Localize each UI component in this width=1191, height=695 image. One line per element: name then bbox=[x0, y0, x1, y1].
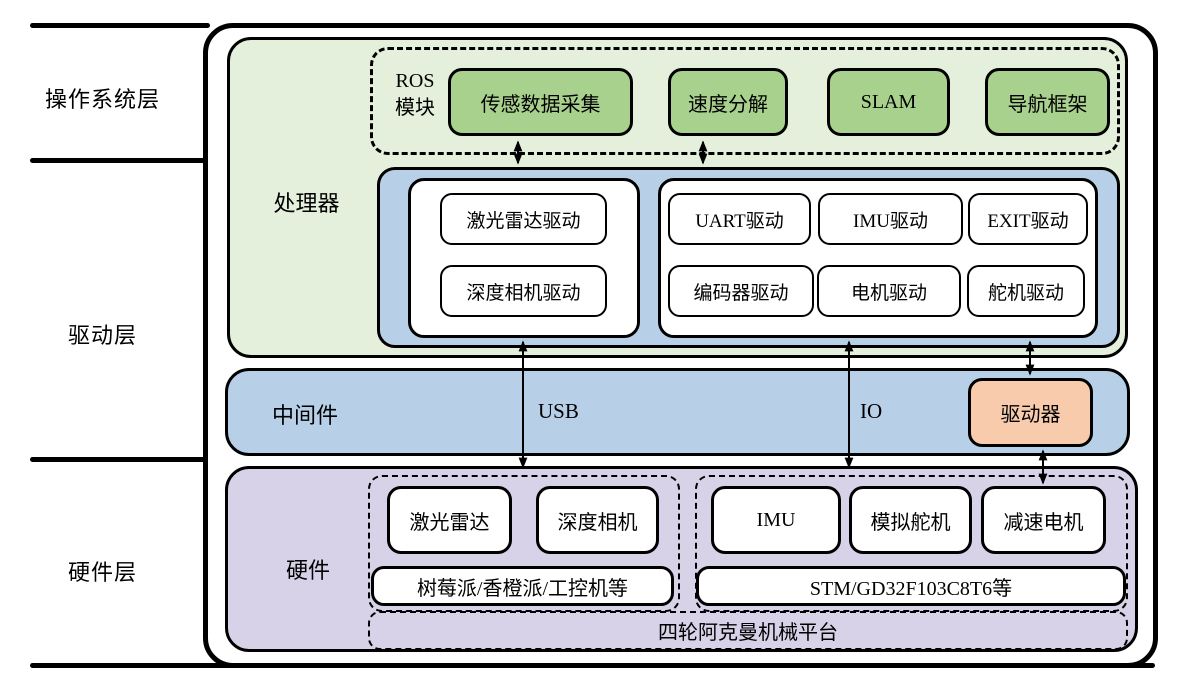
driver-unit-box: 驱动器 bbox=[968, 378, 1093, 447]
ros-label-line1: ROS bbox=[395, 70, 435, 92]
driver-blue-box: 激光雷达驱动 深度相机驱动 UART驱动 IMU驱动 EXIT驱动 编码器驱动 … bbox=[377, 167, 1120, 348]
hardware-board-right: STM/GD32F103C8T6等 bbox=[696, 566, 1126, 606]
usb-label: USB bbox=[538, 399, 579, 423]
hardware-box: 硬件 激光雷达 深度相机 树莓派/香橙派/工控机等 IMU 模拟舵机 减速电机 … bbox=[225, 466, 1138, 652]
hardware-group-right: IMU 模拟舵机 减速电机 STM/GD32F103C8T6等 bbox=[695, 475, 1128, 612]
label-os-layer: 操作系统层 bbox=[44, 87, 160, 112]
ros-label-line2: 模块 bbox=[395, 97, 435, 119]
driver-button-imu: IMU驱动 bbox=[818, 193, 963, 245]
driver-button-uart: UART驱动 bbox=[668, 193, 811, 245]
ros-module-box: ROS 模块 传感数据采集 速度分解 SLAM 导航框架 bbox=[370, 47, 1120, 155]
middleware-label: 中间件 bbox=[272, 403, 339, 428]
ros-module-button-sensor-collect: 传感数据采集 bbox=[448, 68, 633, 136]
layer-divider-os-driver bbox=[30, 158, 207, 163]
label-hardware-layer: 硬件层 bbox=[67, 560, 137, 585]
driver-button-exit: EXIT驱动 bbox=[968, 193, 1088, 245]
layer-divider-driver-hardware bbox=[30, 457, 207, 462]
ros-module-button-nav-framework: 导航框架 bbox=[985, 68, 1110, 136]
hardware-button-imu: IMU bbox=[711, 486, 841, 554]
driver-button-encoder: 编码器驱动 bbox=[668, 265, 814, 317]
hardware-button-lidar: 激光雷达 bbox=[387, 486, 512, 554]
platform-box: 四轮阿克曼机械平台 bbox=[368, 611, 1128, 650]
processor-box: 处理器 ROS 模块 传感数据采集 速度分解 SLAM 导航框架 激光雷达驱动 … bbox=[227, 37, 1128, 358]
io-label: IO bbox=[860, 399, 883, 423]
driver-group-right: UART驱动 IMU驱动 EXIT驱动 编码器驱动 电机驱动 舵机驱动 bbox=[658, 178, 1098, 338]
hardware-button-analog-servo: 模拟舵机 bbox=[849, 486, 972, 554]
hardware-button-gear-motor: 减速电机 bbox=[981, 486, 1106, 554]
middleware-band: 中间件 USB IO 驱动器 bbox=[225, 368, 1130, 456]
ros-module-button-slam: SLAM bbox=[827, 68, 950, 136]
layer-divider-top bbox=[30, 23, 210, 28]
driver-group-left: 激光雷达驱动 深度相机驱动 bbox=[408, 178, 640, 338]
driver-button-lidar: 激光雷达驱动 bbox=[440, 193, 607, 245]
driver-button-motor: 电机驱动 bbox=[817, 265, 961, 317]
hardware-board-left: 树莓派/香橙派/工控机等 bbox=[371, 566, 674, 606]
hardware-group-left: 激光雷达 深度相机 树莓派/香橙派/工控机等 bbox=[368, 475, 680, 612]
ros-module-label: ROS 模块 bbox=[383, 68, 447, 122]
hardware-label: 硬件 bbox=[285, 558, 330, 583]
driver-button-depth-camera: 深度相机驱动 bbox=[440, 265, 607, 317]
hardware-button-depth-camera: 深度相机 bbox=[536, 486, 659, 554]
processor-label: 处理器 bbox=[273, 191, 340, 216]
driver-button-servo: 舵机驱动 bbox=[967, 265, 1085, 317]
ros-module-button-velocity-decompose: 速度分解 bbox=[668, 68, 788, 136]
label-driver-layer: 驱动层 bbox=[67, 323, 137, 348]
